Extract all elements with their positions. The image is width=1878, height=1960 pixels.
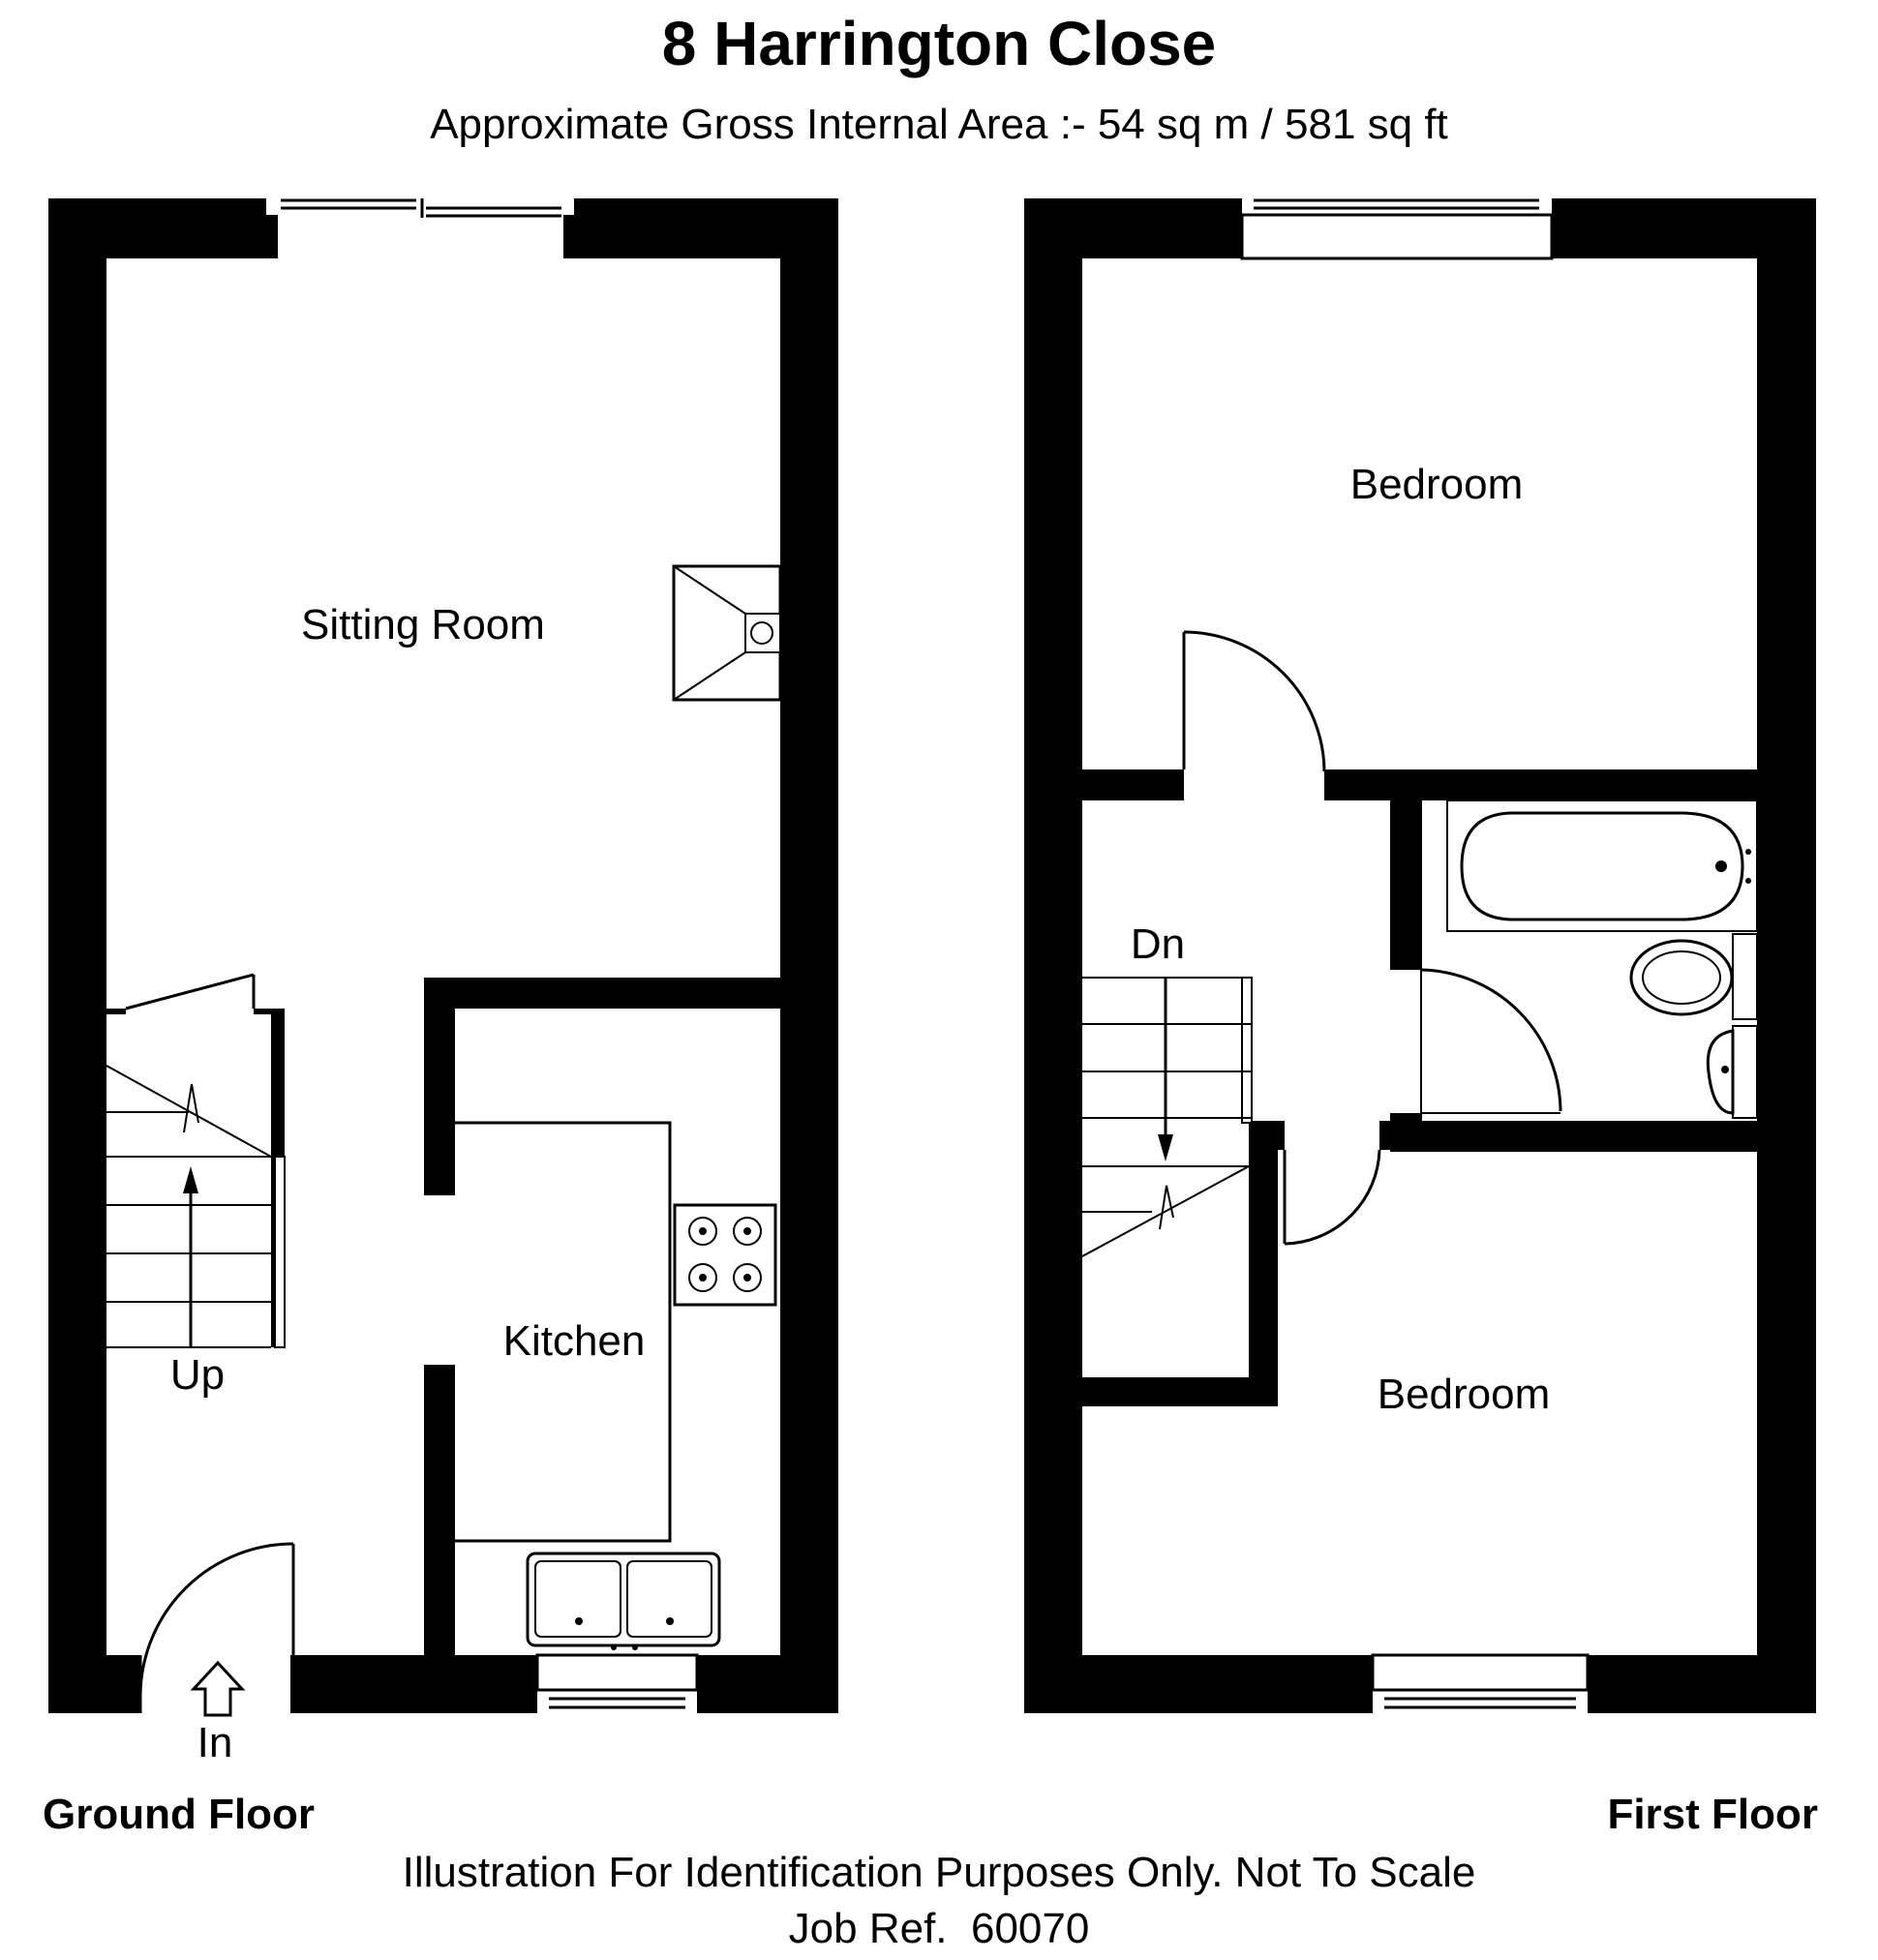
ground-wall-bottom-left <box>48 1655 140 1713</box>
kitchen-sink <box>526 1552 721 1650</box>
ground-wall-bottom-right <box>697 1655 838 1713</box>
front-door <box>138 1542 295 1713</box>
kitchen-label: Kitchen <box>503 1317 646 1365</box>
ground-wall-top-inner-right <box>563 215 575 258</box>
fireplace <box>672 564 782 702</box>
gross-internal-area: Approximate Gross Internal Area :- 54 sq… <box>430 101 1448 148</box>
kitchen-wall-left-lower <box>424 1365 455 1655</box>
bedroom-front-wall-right <box>1324 769 1757 800</box>
first-stairs-label: Dn <box>1131 920 1185 968</box>
first-wall-top-left <box>1024 198 1242 258</box>
cupboard-wall-bottom <box>1082 1377 1278 1406</box>
bedroom-front-door <box>1182 630 1326 772</box>
kitchen-worktop <box>455 1121 672 1543</box>
kitchen-wall-left-upper <box>424 978 455 1195</box>
first-top-window <box>1240 198 1554 260</box>
ground-wall-top-left <box>48 198 266 258</box>
first-bottom-window <box>1371 1653 1590 1709</box>
sitting-room-label: Sitting Room <box>301 601 545 648</box>
ground-stairs-label: Up <box>170 1351 225 1399</box>
first-wall-right <box>1757 198 1816 1713</box>
ground-wall-right <box>780 198 838 1713</box>
bedroom-rear-door <box>1283 1149 1381 1246</box>
first-staircase <box>1081 977 1253 1257</box>
first-floor-label: First Floor <box>1607 1791 1818 1838</box>
toilet <box>1629 933 1758 1020</box>
ground-top-window <box>281 198 561 218</box>
hob <box>673 1203 777 1307</box>
first-wall-bottom-right <box>1588 1655 1816 1713</box>
wash-basin <box>1706 1025 1758 1119</box>
ground-staircase <box>106 973 286 1348</box>
cupboard-wall-right <box>1249 1121 1278 1406</box>
first-wall-left <box>1024 198 1082 1713</box>
first-wall-bottom-left <box>1024 1655 1373 1713</box>
entrance-label: In <box>197 1719 233 1766</box>
bedroom-rear-label: Bedroom <box>1378 1371 1551 1418</box>
bedroom-front-wall-left <box>1082 769 1184 800</box>
ground-wall-top-inner-left <box>266 215 278 258</box>
disclaimer: Illustration For Identification Purposes… <box>402 1849 1476 1896</box>
bathroom-wall-left <box>1390 800 1421 970</box>
kitchen-wall-top <box>424 978 782 1009</box>
bathtub <box>1420 799 1758 1121</box>
ground-wall-bottom-mid <box>290 1655 537 1713</box>
ground-floor-label: Ground Floor <box>43 1791 316 1838</box>
job-reference: Job Ref. 60070 <box>788 1905 1090 1952</box>
first-wall-top-right <box>1552 198 1816 258</box>
entrance-arrow-icon <box>190 1660 246 1717</box>
bedroom-rear-wall-top <box>1379 1121 1757 1150</box>
bedroom-front-label: Bedroom <box>1350 461 1524 508</box>
ground-floor-plan: Sitting Room Kitchen Up In <box>48 198 838 1766</box>
kitchen-window <box>535 1653 699 1709</box>
first-floor-plan: Bedroom Bedroom Dn <box>1024 198 1816 1713</box>
ground-wall-top-right <box>574 198 838 258</box>
plan-title: 8 Harrington Close <box>661 9 1217 78</box>
ground-wall-left <box>48 198 106 1713</box>
bathroom-door <box>1420 968 1562 1114</box>
